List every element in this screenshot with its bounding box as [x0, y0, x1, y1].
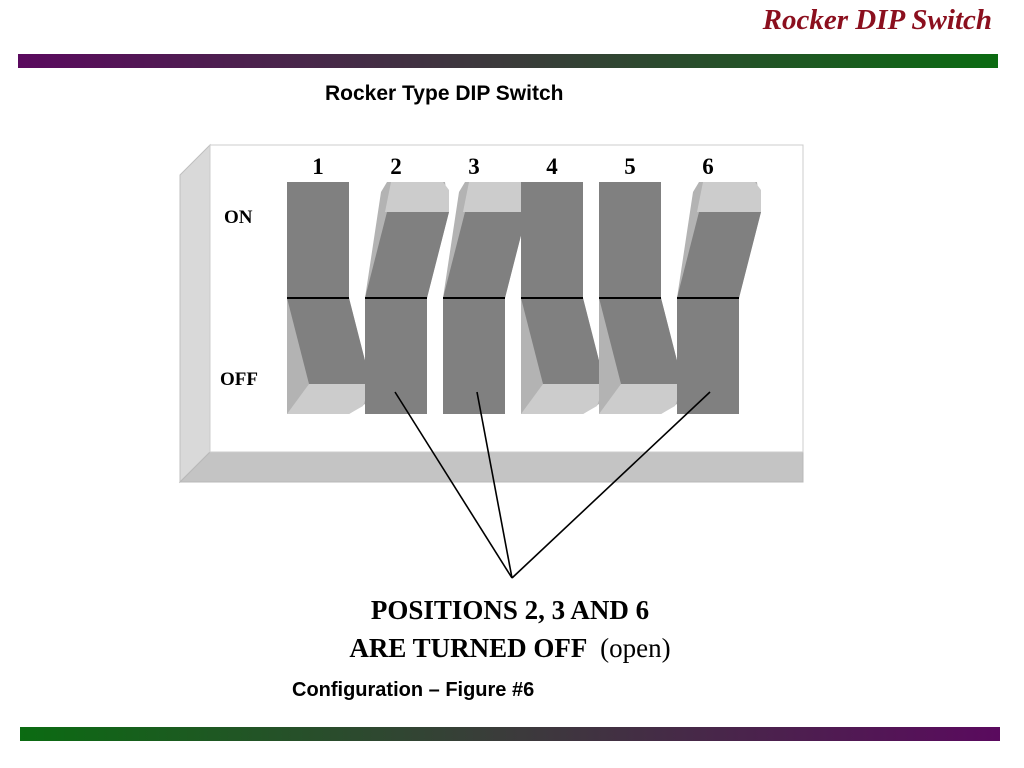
switch-group: 1 2 3 4 5 6 [287, 154, 761, 414]
switch-6: 6 [677, 154, 761, 414]
switch-number: 2 [390, 154, 402, 179]
switch-3: 3 [443, 154, 527, 414]
switch-1: 1 [287, 154, 371, 414]
callout-line-2-main: ARE TURNED OFF [349, 633, 587, 663]
rocker-lower [677, 298, 739, 414]
rocker-upper [287, 182, 349, 298]
callout-line-1: POSITIONS 2, 3 AND 6 [371, 595, 649, 625]
rocker-lower-cap [287, 384, 371, 414]
on-label: ON [224, 207, 253, 228]
switch-5: 5 [599, 154, 683, 414]
pointer-line-6 [511, 391, 711, 579]
callout-line-2-paren: (open) [600, 633, 670, 663]
switch-number: 1 [312, 154, 324, 179]
bottom-divider-bar [20, 727, 1000, 741]
rocker-upper-face [365, 212, 449, 298]
pointer-line-3 [476, 391, 513, 579]
rocker-lower-face [287, 298, 371, 384]
rocker-upper [521, 182, 583, 298]
switch-number: 5 [624, 154, 636, 179]
housing-left-bevel [179, 143, 211, 484]
pointer-line-2 [394, 391, 513, 579]
rocker-upper-cap [697, 182, 761, 212]
switch-number: 4 [546, 154, 558, 179]
rocker-lower-cap [521, 384, 605, 414]
top-divider-bar [18, 54, 998, 68]
rocker-lower [443, 298, 505, 414]
rocker-upper-cap [385, 182, 449, 212]
pointer-lines [394, 391, 711, 579]
figure-subtitle: Rocker Type DIP Switch [325, 82, 564, 105]
switch-number: 6 [702, 154, 714, 179]
rocker-lower-face [521, 298, 605, 384]
rocker-lower-cap [599, 384, 683, 414]
callout-line-2: ARE TURNED OFF (open) [349, 633, 670, 663]
switch-4: 4 [521, 154, 605, 414]
rocker-lower-face [599, 298, 683, 384]
rocker-upper-cap [463, 182, 527, 212]
rocker-lower [365, 298, 427, 414]
figure-caption: Configuration – Figure #6 [292, 679, 535, 701]
switch-2: 2 [365, 154, 449, 414]
rocker-upper-face [677, 212, 761, 298]
off-label: OFF [220, 369, 258, 390]
rocker-upper [599, 182, 661, 298]
slide-title: Rocker DIP Switch [762, 4, 992, 36]
switch-number: 3 [468, 154, 480, 179]
rocker-upper-face [443, 212, 527, 298]
